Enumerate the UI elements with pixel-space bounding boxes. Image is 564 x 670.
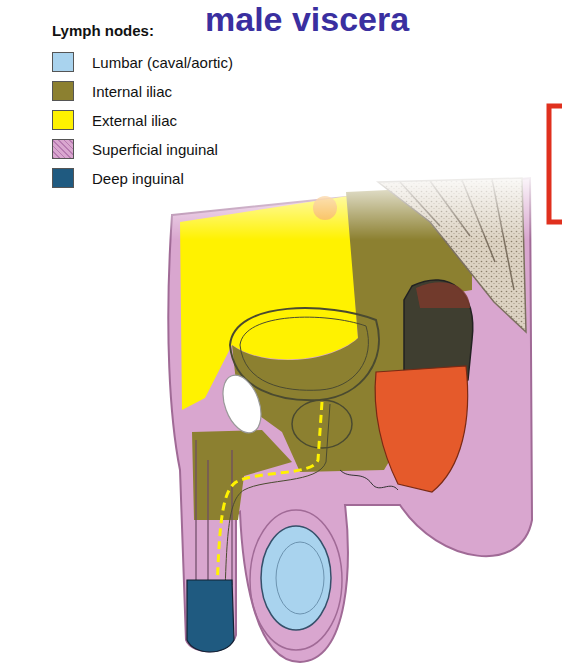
- anal-canal: [375, 366, 468, 492]
- legend-row: Superficial inguinal: [52, 139, 218, 159]
- urethra-wall: [224, 404, 330, 640]
- perineal-vessels: [340, 470, 398, 490]
- legend-heading: Lymph nodes:: [52, 22, 154, 39]
- bladder-inner: [240, 317, 368, 390]
- internal-iliac-penile: [192, 430, 292, 520]
- diagram-title: male viscera: [205, 0, 409, 39]
- legend-row: Lumbar (caval/aortic): [52, 52, 233, 72]
- glans: [187, 580, 234, 652]
- legend-swatch: [52, 168, 74, 188]
- legend-swatch: [52, 110, 74, 130]
- legend-swatch: [52, 52, 74, 72]
- legend-row: Internal iliac: [52, 81, 172, 101]
- legend-row: Deep inguinal: [52, 168, 184, 188]
- scrotal-wall: [250, 510, 342, 650]
- pubic-symphysis: [216, 370, 268, 438]
- testis: [261, 526, 331, 630]
- legend-swatch: [52, 139, 74, 159]
- epididymis: [276, 542, 324, 614]
- legend-text: Lumbar (caval/aortic): [92, 54, 233, 71]
- legend-text: Deep inguinal: [92, 170, 184, 187]
- legend-swatch: [52, 81, 74, 101]
- legend-text: Internal iliac: [92, 83, 172, 100]
- legend-text: Superficial inguinal: [92, 141, 218, 158]
- top-fade: [160, 170, 540, 240]
- red-bracket: [549, 106, 562, 222]
- body-outline: [168, 178, 532, 662]
- rectum-upper: [416, 282, 470, 308]
- legend-row: External iliac: [52, 110, 177, 130]
- legend-text: External iliac: [92, 112, 177, 129]
